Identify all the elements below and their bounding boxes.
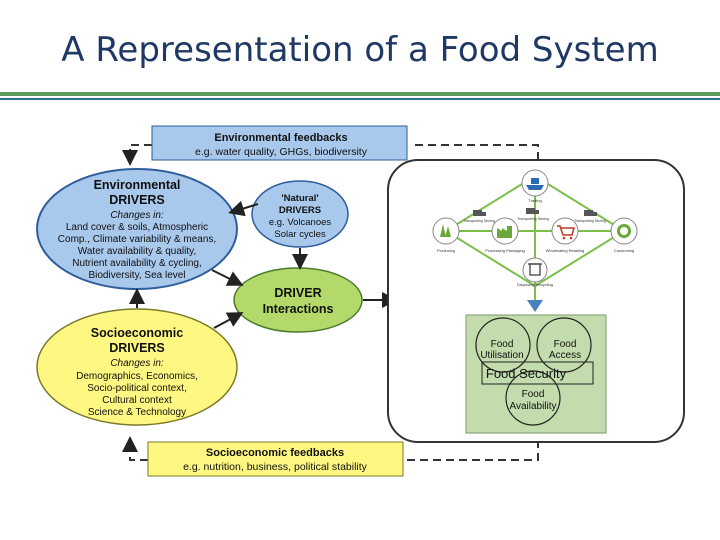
node-transporting-3: Transporting Storing	[574, 210, 606, 223]
bin-icon	[528, 263, 542, 276]
page-title: A Representation of a Food System	[61, 30, 659, 70]
env-feedback-right-connector	[410, 144, 539, 160]
socio-feedback-right-connector	[405, 440, 539, 461]
node-transporting-1: Transporting Storing	[463, 210, 495, 223]
node-producing: Producing	[432, 217, 460, 253]
food-availability-line-2: Availability	[509, 401, 556, 412]
env-drivers-line-1: Land cover & soils, Atmospheric	[66, 222, 208, 233]
node-transporting-1-label: Transporting Storing	[463, 219, 495, 223]
env-drivers-title-2: DRIVERS	[109, 193, 165, 207]
food-availability-line-1: Food	[522, 389, 545, 400]
feedback-loop-lines	[122, 144, 539, 461]
driver-interactions-line-1: DRIVER	[274, 286, 321, 300]
node-disposing: Disposing Recycling	[517, 257, 553, 287]
driver-interactions-line-2: Interactions	[263, 302, 334, 316]
node-wholesaling-label: Wholesaling Retailing	[546, 248, 584, 253]
food-security-label: Food Security	[486, 366, 567, 381]
socio-drivers-line-4: Science & Technology	[88, 407, 186, 418]
socio-drivers-line-1: Demographics, Economics,	[76, 371, 198, 382]
food-utilisation-circle	[475, 317, 531, 373]
node-trading: Trading	[521, 169, 549, 203]
node-disposing-label: Disposing Recycling	[517, 282, 553, 287]
natural-drivers-line-2: DRIVERS	[279, 205, 321, 216]
socio-drivers-node: Socioeconomic DRIVERS Changes in: Demogr…	[36, 308, 238, 426]
socio-drivers-title-1: Socioeconomic	[91, 326, 183, 340]
env-drivers-line-2: Comp., Climate variability & means,	[58, 234, 216, 245]
env-feedback-text: e.g. water quality, GHGs, biodiversity	[195, 146, 368, 158]
env-drivers-subtitle: Changes in:	[110, 210, 164, 221]
env-drivers-title-1: Environmental	[94, 178, 181, 192]
truck-icon	[473, 210, 486, 216]
crops-icon	[440, 224, 451, 237]
node-consuming-label: Consuming	[614, 248, 634, 253]
factory-icon	[497, 226, 512, 238]
env-feedback-box: Environmental feedbacks e.g. water quali…	[151, 125, 408, 161]
network-arrow	[527, 300, 543, 312]
node-wholesaling: Wholesaling Retailing	[546, 217, 584, 253]
arrow-natural-to-env	[228, 200, 259, 217]
food-access-line-2: Access	[549, 350, 581, 361]
env-drivers-line-3: Water availability & quality,	[78, 246, 196, 257]
socio-drivers-subtitle: Changes in:	[110, 358, 164, 369]
node-producing-label: Producing	[437, 248, 455, 253]
node-transporting-2: Transporting Storing	[517, 208, 549, 221]
node-processing: Processing Packaging	[485, 217, 525, 253]
node-transporting-2-label: Transporting Storing	[517, 217, 549, 221]
socio-feedback-left-connector	[122, 436, 148, 461]
driver-interactions-node: DRIVER Interactions	[233, 267, 363, 333]
socio-drivers-title-2: DRIVERS	[109, 341, 165, 355]
truck-icon	[526, 208, 539, 214]
socio-feedback-box: Socioeconomic feedbacks e.g. nutrition, …	[147, 441, 404, 477]
shopping-cart-icon	[557, 225, 575, 240]
natural-drivers-line-3: e.g. Volcanoes	[269, 217, 332, 228]
food-utilisation-line-1: Food	[491, 339, 514, 350]
title-rule-green	[0, 92, 720, 96]
food-security-panel: Food Utilisation Food Access Food Securi…	[465, 314, 607, 434]
socio-drivers-line-3: Cultural context	[102, 395, 172, 406]
env-drivers-line-5: Biodiversity, Sea level	[88, 270, 185, 281]
node-trading-label: Trading	[528, 198, 541, 203]
food-security-label-box	[481, 361, 594, 385]
env-feedback-left-connector	[122, 144, 152, 166]
arrow-env-to-interactions	[211, 269, 244, 286]
socio-feedback-text: e.g. nutrition, business, political stab…	[183, 461, 368, 473]
env-feedback-title: Environmental feedbacks	[214, 132, 347, 144]
env-drivers-node: Environmental DRIVERS Changes in: Land c…	[36, 168, 238, 290]
node-processing-label: Processing Packaging	[485, 248, 525, 253]
node-transporting-3-label: Transporting Storing	[574, 219, 606, 223]
socio-drivers-line-2: Socio-political context,	[87, 383, 187, 394]
title-rule-blue	[0, 98, 720, 100]
socio-feedback-title: Socioeconomic feedbacks	[206, 447, 344, 459]
natural-drivers-line-1: 'Natural'	[281, 193, 318, 204]
natural-drivers-node: 'Natural' DRIVERS e.g. Volcanoes Solar c…	[251, 180, 349, 248]
node-consuming: Consuming	[610, 217, 638, 253]
plate-icon	[617, 224, 631, 238]
natural-drivers-line-4: Solar cycles	[274, 229, 325, 240]
trade-ship-icon	[526, 178, 544, 190]
food-utilisation-line-2: Utilisation	[480, 350, 523, 361]
truck-icon	[584, 210, 597, 216]
food-availability-circle	[505, 370, 561, 426]
food-system-panel: Trading Producing Processing Packaging	[387, 159, 685, 443]
food-access-line-1: Food	[554, 339, 577, 350]
env-drivers-line-4: Nutrient availability & cycling,	[72, 258, 202, 269]
arrow-socio-to-interactions	[213, 312, 244, 329]
food-access-circle	[536, 317, 592, 373]
